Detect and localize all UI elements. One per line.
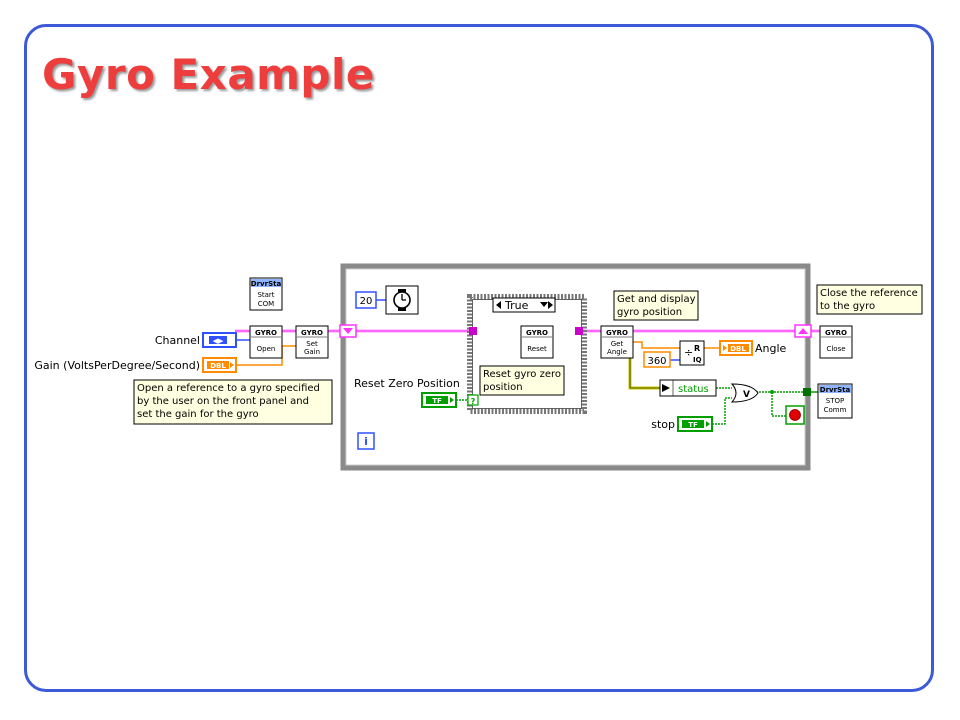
quotient-remainder-node[interactable]: ÷ R IQ [679,340,705,366]
start-com-line1: Start [257,291,274,299]
reset-zero-terminal[interactable]: TF [421,392,457,408]
divisor-value: 360 [647,356,666,367]
gyro-set-gain-node[interactable]: GYRO Set Gain [295,325,329,359]
reset-zero-label: Reset Zero Position [354,377,460,390]
gyro-close-label: Close [826,345,845,353]
loop-condition-terminal[interactable] [785,405,805,425]
gyro-open-header: GYRO [255,329,277,337]
comment-get-line1: Get and display [617,294,696,305]
loop-cond-wire [771,392,786,417]
case-prev-icon[interactable] [496,301,501,309]
stop-comm-node[interactable]: DrvrSta STOP Comm [817,383,853,419]
case-tunnel-left [469,327,477,335]
start-com-line2: COM [258,300,274,308]
case-tunnel-right [575,327,583,335]
gain-terminal[interactable]: DBL [202,357,237,373]
wait-value: 20 [360,296,373,307]
gyro-get-angle-line1: Get [611,340,624,348]
gyro-reset-node[interactable]: GYRO Reset [520,325,554,359]
status-unbundle-node[interactable]: status [659,379,717,397]
gyro-close-node[interactable]: GYRO Close [819,325,853,359]
stop-terminal[interactable]: TF [677,416,713,432]
comment-reset-line2: position [483,382,523,393]
angle-label: Angle [755,342,787,355]
stop-comm-header: DrvrSta [820,386,851,394]
stop-comm-line1: STOP [826,397,844,405]
iteration-terminal: i [357,432,375,450]
gyro-get-angle-header: GYRO [606,329,628,337]
case-selector-terminal[interactable]: ? [467,394,479,406]
slide-title: Gyro Example [42,50,375,99]
case-selector-label: True [504,299,529,312]
reset-zero-type: TF [432,397,442,405]
case-next-icon[interactable] [548,301,553,309]
angle-indicator[interactable]: DBL [719,340,753,356]
comment-open-line2: by the user on the front panel and [137,396,309,407]
gain-type: DBL [210,362,226,370]
or-symbol: V [743,390,750,400]
divide-icon: ÷ [684,346,693,359]
shift-register-left[interactable] [339,324,357,338]
gyro-close-header: GYRO [825,329,847,337]
or-gate[interactable]: V [730,383,759,403]
iteration-label: i [364,435,368,448]
channel-label: Channel [155,334,200,347]
svg-text:?: ? [471,397,476,406]
wait-timer-icon[interactable] [385,285,419,315]
gyro-reset-header: GYRO [526,329,548,337]
comment-open: Open a reference to a gyro specified by … [133,379,333,425]
comment-get: Get and display gyro position [613,290,699,321]
quotient-r: R [694,344,700,353]
gyro-set-gain-line1: Set [306,340,318,348]
case-selector[interactable]: True [492,297,556,313]
status-label: status [678,384,709,395]
stop-label: stop [651,418,675,431]
shift-register-right[interactable] [794,324,812,338]
gyro-open-node[interactable]: GYRO Open [249,325,283,359]
wait-constant[interactable]: 20 [355,291,377,309]
wire-junction [770,390,774,394]
gyro-get-angle-line2: Angle [607,348,627,356]
divisor-constant[interactable]: 360 [643,351,671,368]
slide-frame [24,24,934,692]
gyro-set-gain-line2: Gain [304,348,320,356]
gain-label: Gain (VoltsPerDegree/Second) [34,359,200,372]
gyro-reset-label: Reset [527,345,547,353]
channel-terminal[interactable]: ◀▶ [202,332,237,348]
comment-reset-line1: Reset gyro zero [483,369,561,380]
stop-type: TF [688,421,698,429]
gyro-open-label: Open [257,345,276,353]
stop-wire [712,397,732,425]
gyro-get-angle-node[interactable]: GYRO Get Angle [600,325,634,359]
gyro-set-gain-header: GYRO [301,329,323,337]
angle-type: DBL [730,345,746,353]
error-wire-inner [629,358,660,389]
comment-open-line3: set the gain for the gyro [137,409,259,420]
comment-reset: Reset gyro zero position [479,365,565,396]
channel-type: ◀▶ [213,337,224,345]
start-com-node[interactable]: DrvrSta Start COM [249,277,283,311]
angle-wire [633,341,680,349]
while-loop-inner [345,268,806,466]
comment-close-line1: Close the reference [820,288,918,299]
comment-close: Close the reference to the gyro [816,284,923,315]
comment-close-line2: to the gyro [820,301,875,312]
quotient-iq: IQ [693,356,702,364]
while-loop[interactable] [340,263,811,471]
comment-open-line1: Open a reference to a gyro specified [137,383,320,394]
start-com-header: DrvrSta [251,280,282,288]
stop-comm-line2: Comm [824,406,847,414]
case-dropdown-icon[interactable] [540,302,548,307]
comment-get-line2: gyro position [617,307,682,318]
loop-exit-tunnel [803,388,811,396]
